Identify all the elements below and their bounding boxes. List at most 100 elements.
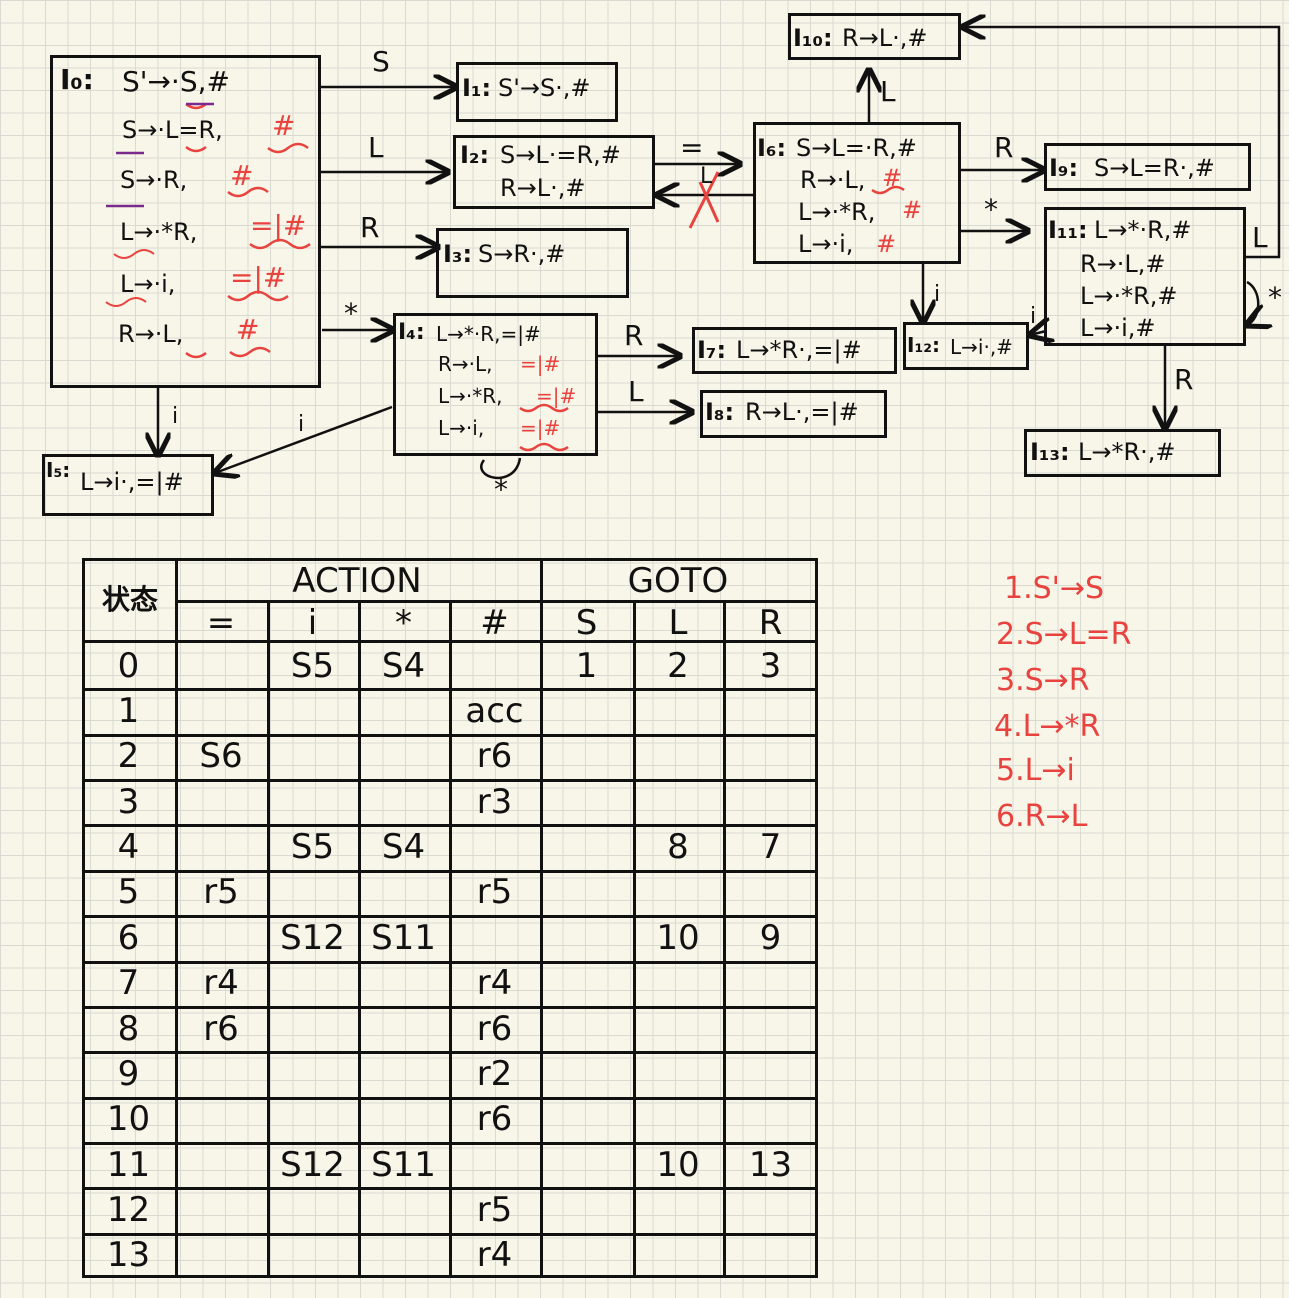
row-divider [82,1141,818,1145]
lookahead: =|# [230,261,287,294]
column-header: = [206,603,236,643]
goto-header: GOTO [627,561,729,601]
table-cell: r5 [203,872,239,913]
lookahead: # [236,313,260,346]
edge-label: * [494,473,508,506]
state-i6-title: I₆: [757,134,787,162]
column-divider [633,600,636,1278]
edge-label: i [172,404,179,429]
row-divider [82,824,818,828]
edge-label: R [624,319,644,352]
table-cell: S5 [290,645,335,686]
row-divider [82,915,818,919]
row-divider [82,960,818,964]
state-i13 [1024,429,1221,477]
column-header: * [395,603,412,643]
action-header: ACTION [292,561,422,601]
state-number: 12 [106,1189,151,1230]
table-cell: 9 [759,917,782,958]
item: L→·i, [798,230,854,258]
state-i1-title: I₁: [462,74,492,102]
table-cell: 1 [575,645,598,686]
edge-label: S [372,45,390,78]
state-number: 0 [117,645,140,686]
lookahead: # [230,159,254,192]
table-cell: 10 [656,1144,700,1185]
edge-label: L [628,375,644,408]
item: R→L·,# [842,24,928,52]
edge-label: R [1174,363,1194,396]
state-number: 13 [106,1235,151,1276]
state-number: 8 [117,1008,140,1049]
table-cell: 10 [656,917,700,958]
table-cell: S4 [381,827,426,868]
state-number: 9 [117,1053,140,1094]
item: L→·i, [120,270,176,298]
edge-label: R [360,211,380,244]
state-i8-title: I₈: [705,398,735,426]
table-cell: 3 [759,645,782,686]
table-cell: S12 [280,917,345,958]
state-i10-title: I₁₀: [793,24,833,52]
table-cell: r6 [476,1099,513,1140]
state-number: 7 [117,963,140,1004]
item: R→·L, [438,352,493,376]
item: L→*R·,# [1078,438,1176,466]
item: L→*·R,# [1094,216,1192,244]
state-number: 4 [117,827,140,868]
column-header: # [480,603,509,643]
state-i2 [453,135,655,209]
row-divider [82,1051,818,1055]
column-divider [267,600,270,1278]
row-divider [82,688,818,692]
state-i0-title: I₀: [60,63,94,96]
table-cell: acc [465,691,524,732]
state-number: 3 [117,781,140,822]
production: 5.L→i [996,753,1075,788]
state-i12 [903,322,1029,370]
row-divider [82,1005,818,1009]
state-i11-title: I₁₁: [1048,216,1088,244]
edge-label: i [298,412,305,437]
lookahead: =|# [520,416,561,440]
table-cell: r6 [203,1008,239,1049]
column-header: i [307,603,318,643]
state-number: 5 [117,872,140,913]
table-cell: 13 [748,1144,793,1185]
production: 2.S→L=R [996,617,1132,652]
state-number: 2 [117,736,140,777]
lookahead: # [876,230,897,258]
state-i0 [50,55,321,388]
table-cell: r4 [203,963,239,1004]
item: L→*·R,=|# [436,322,541,346]
state-i1 [456,62,618,122]
table-cell: S11 [371,917,436,958]
column-divider [449,600,452,1278]
item: R→L·,# [500,174,586,202]
header-divider [175,600,818,603]
lookahead: =|# [250,209,307,242]
column-divider [723,600,726,1278]
state-number: 6 [117,917,140,958]
table-cell: r5 [476,1189,513,1230]
state-i8 [700,390,887,438]
table-cell: 8 [667,827,689,868]
edge-label: L [880,75,896,108]
edge-label: * [344,297,358,330]
table-cell: r3 [476,781,513,822]
edge-label: L [700,164,713,189]
edge-label: R [994,131,1014,164]
edge-label: * [1268,281,1282,314]
table-cell: r2 [476,1053,513,1094]
state-number: 1 [117,691,140,732]
state-i9 [1044,143,1251,191]
item: S→R·,# [478,240,566,268]
table-cell: r4 [476,1235,513,1276]
table-cell: r6 [476,736,513,777]
column-header: L [668,603,688,643]
state-i5-title: I₅: [46,458,71,482]
state-i7 [692,327,897,374]
table-cell: S12 [280,1144,345,1185]
item: L→i·,=|# [80,468,184,496]
table-cell: r6 [476,1008,513,1049]
